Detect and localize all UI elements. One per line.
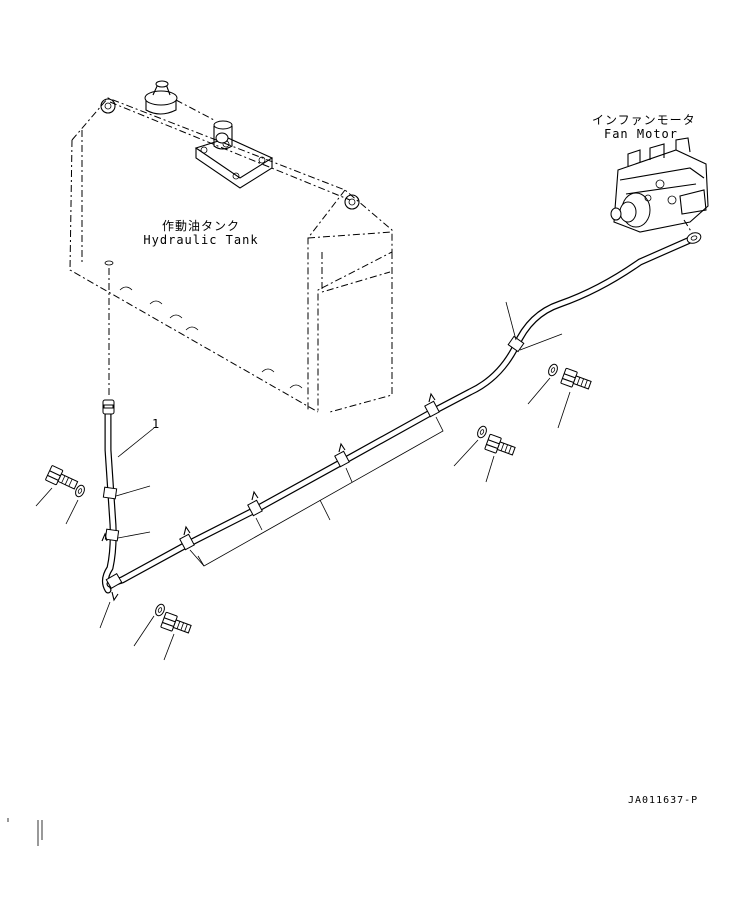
scan-edge-marks [7, 818, 43, 846]
fasteners [45, 363, 592, 634]
tank-label-en: Hydraulic Tank [143, 233, 259, 247]
drawing-id: JA011637-P [628, 795, 699, 806]
motor-label-en: Fan Motor [603, 127, 679, 141]
fan-motor [610, 137, 709, 237]
hydraulic-tank [69, 80, 393, 413]
callout-number-1: 1 [152, 417, 161, 431]
tank-label-jp: 作動油タンク [161, 219, 240, 233]
hose-assembly [101, 232, 702, 602]
clamp-group-bracket [189, 416, 444, 567]
leader-lines [35, 301, 571, 661]
motor-label-jp: インファンモータ [592, 113, 696, 127]
